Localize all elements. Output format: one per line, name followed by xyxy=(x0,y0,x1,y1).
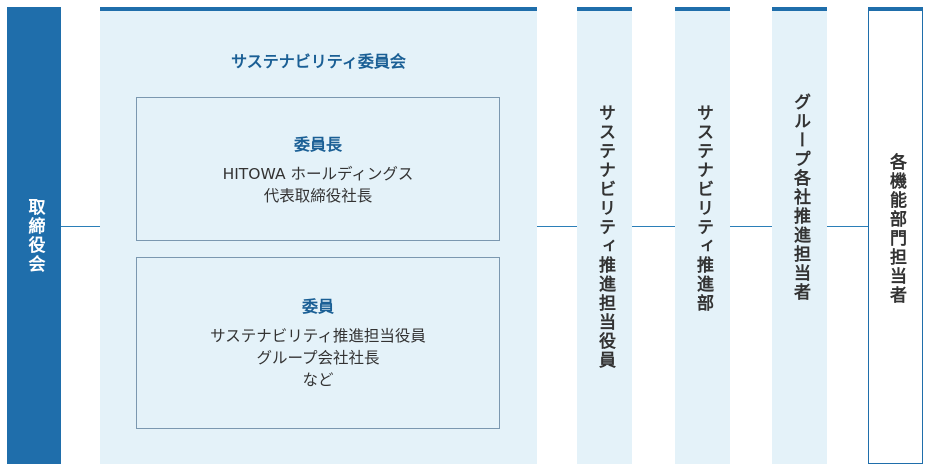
group-companies-label: グループ各社推進担当者 xyxy=(790,93,810,302)
connector-officer-dept xyxy=(632,226,675,227)
members-line: サステナビリティ推進担当役員 xyxy=(210,327,426,345)
members-line: など xyxy=(302,371,334,389)
committee-title: サステナビリティ委員会 xyxy=(231,52,406,71)
chair-line: 代表取締役社長 xyxy=(263,187,373,205)
sustainability-department-column: サステナビリティ推進部 xyxy=(675,7,730,464)
sustainability-officer-column: サステナビリティ推進担当役員 xyxy=(577,7,632,464)
connector-dept-group xyxy=(730,226,772,227)
functional-departments-label: 各機能部門担当者 xyxy=(886,153,906,305)
members-line: グループ会社社長 xyxy=(256,349,380,367)
group-companies-column: グループ各社推進担当者 xyxy=(772,7,827,464)
board-of-directors-label: 取締役会 xyxy=(24,197,45,274)
sustainability-department-label: サステナビリティ推進部 xyxy=(693,104,713,313)
functional-departments-column: 各機能部門担当者 xyxy=(868,7,923,464)
committee-chair-box: 委員長 HITOWA ホールディングス 代表取締役社長 xyxy=(136,97,500,241)
members-title: 委員 xyxy=(301,297,334,316)
sustainability-committee-box: サステナビリティ委員会 委員長 HITOWA ホールディングス 代表取締役社長 … xyxy=(100,7,537,464)
connector-group-func xyxy=(827,226,868,227)
board-of-directors-box: 取締役会 xyxy=(7,7,61,464)
connector-board-committee xyxy=(61,226,100,227)
connector-committee-officer xyxy=(537,226,577,227)
committee-members-box: 委員 サステナビリティ推進担当役員 グループ会社社長 など xyxy=(136,257,500,429)
chair-title: 委員長 xyxy=(293,135,342,154)
sustainability-officer-label: サステナビリティ推進担当役員 xyxy=(595,104,615,370)
chair-line: HITOWA ホールディングス xyxy=(222,165,414,183)
